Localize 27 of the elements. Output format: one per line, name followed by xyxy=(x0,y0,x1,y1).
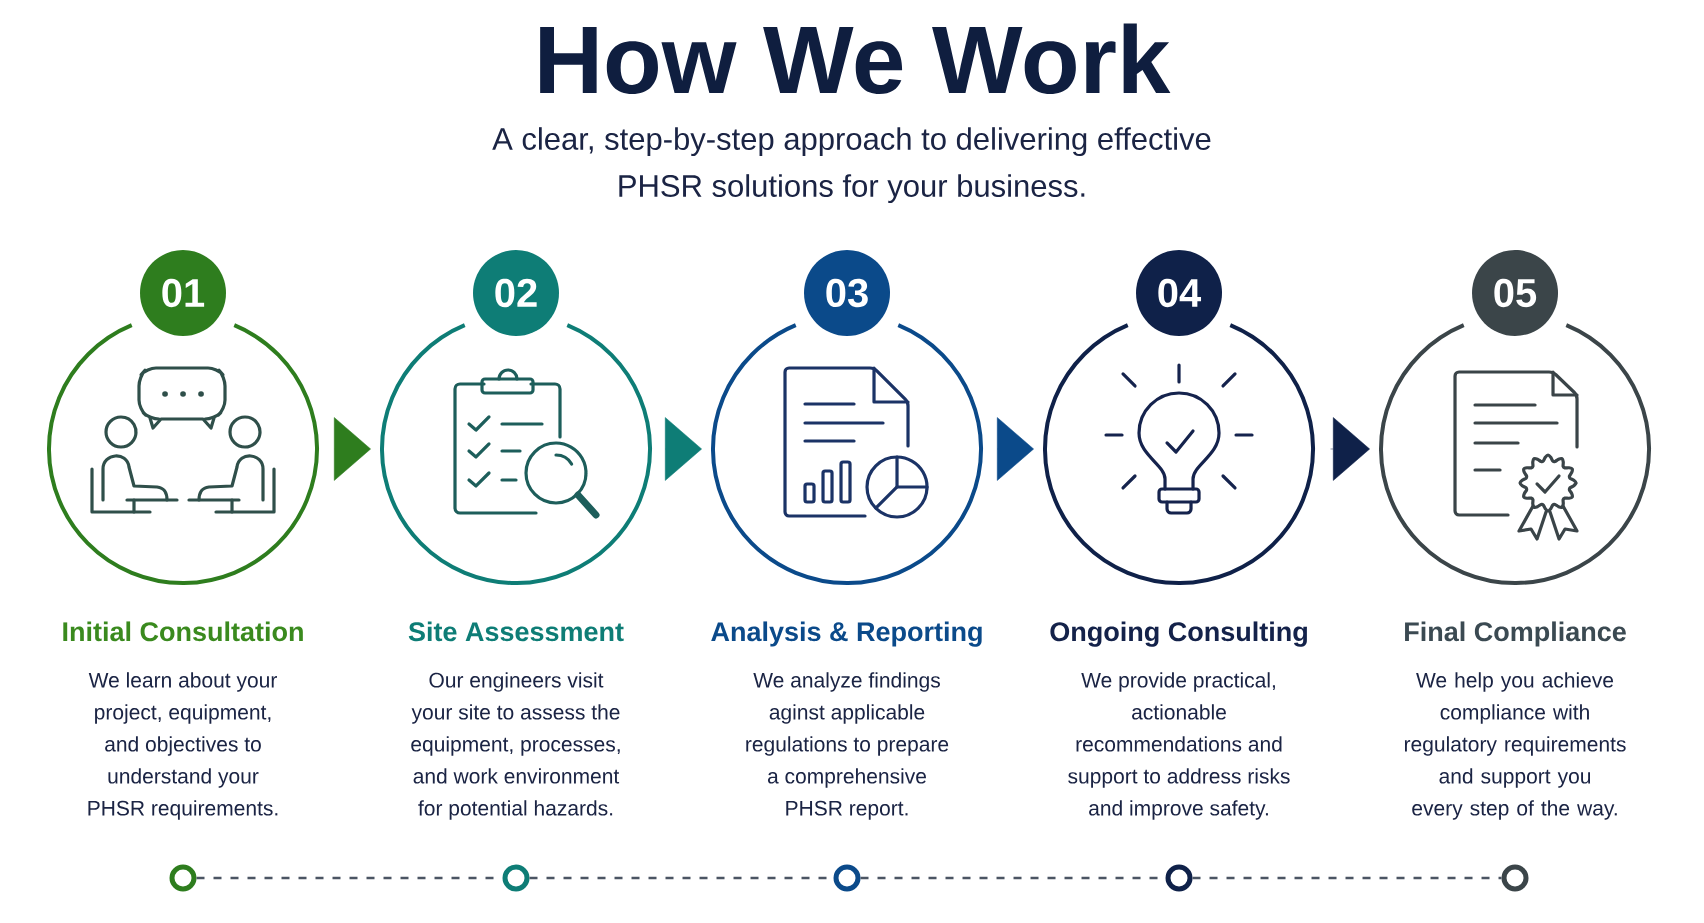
arrow xyxy=(996,417,1034,481)
step-description: We help you achieve compliance with regulatory requirements and support you every step of the way. xyxy=(1404,672,1626,820)
subtitle: A clear, step-by-step approach to delivering effective PHSR solutions for your business. xyxy=(492,127,1211,204)
number-badge: 01 xyxy=(140,250,226,336)
timeline-dot xyxy=(1165,864,1193,892)
number-badge: 04 xyxy=(1136,250,1222,336)
number-badge: 02 xyxy=(473,250,559,336)
step-heading: Final Compliance xyxy=(1405,621,1626,647)
timeline-dot xyxy=(169,864,197,892)
arrow xyxy=(664,417,702,481)
step-heading: Site Assessment xyxy=(408,621,624,642)
step-heading: Analysis & Reporting xyxy=(711,621,982,647)
step-description: Our engineers visit your site to assess the equipment, processes, and work environment for potential hazards. xyxy=(411,672,620,820)
step-description: We learn about your project, equipment, and objectives to understand your PHSR requirements. xyxy=(88,672,278,820)
number-badge: 05 xyxy=(1472,250,1558,336)
dashed-line xyxy=(1192,876,1502,880)
timeline-dot xyxy=(502,864,530,892)
timeline-dot xyxy=(833,864,861,892)
number-badge: 03 xyxy=(804,250,890,336)
title: How We Work xyxy=(540,23,1171,94)
step-heading: Ongoing Consulting xyxy=(1050,621,1307,647)
step-heading: Initial Consultation xyxy=(63,621,303,642)
arrow xyxy=(1330,417,1370,481)
arrow xyxy=(333,417,371,481)
step-description: We analyze findings aginst applicable regulations to prepare a comprehensive PHSR report. xyxy=(746,672,949,820)
timeline-dot xyxy=(1501,864,1529,892)
step-description: We provide practical, actionable recommendations and support to address risks and improve safety. xyxy=(1068,672,1290,820)
